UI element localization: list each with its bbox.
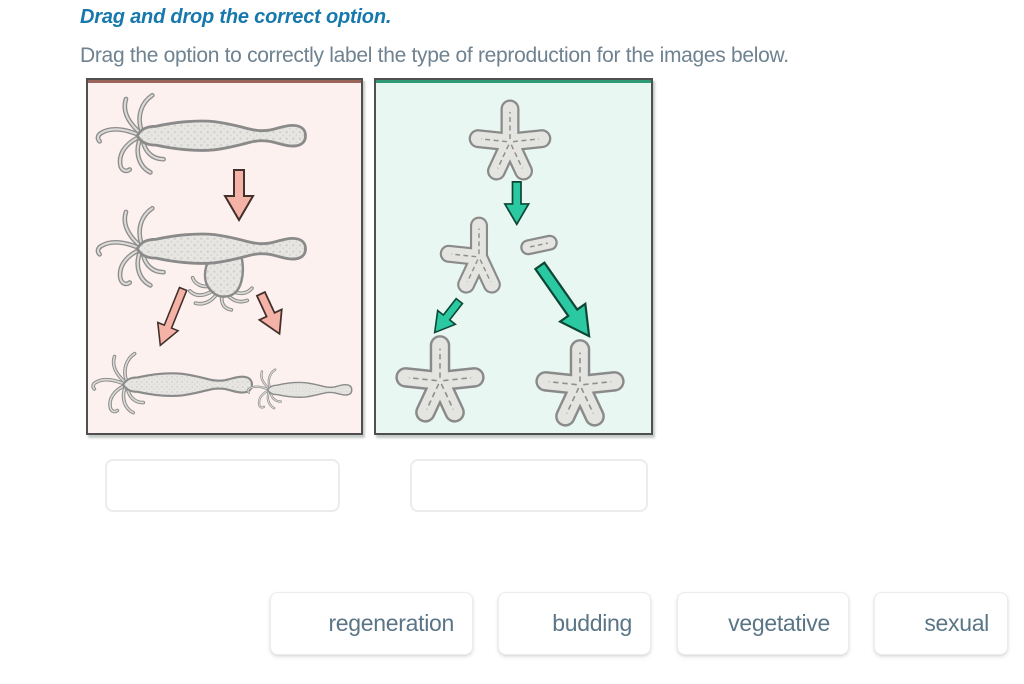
option-vegetative[interactable]: vegetative <box>677 592 849 655</box>
drop-zone-2[interactable] <box>410 459 648 512</box>
starfish-regeneration-illustration <box>376 83 651 433</box>
drop-zone-1[interactable] <box>105 459 340 512</box>
diagram-accent-line <box>376 80 651 83</box>
option-regeneration[interactable]: regeneration <box>270 592 473 655</box>
option-budding[interactable]: budding <box>498 592 651 655</box>
option-label: vegetative <box>728 610 830 636</box>
detached-arm <box>520 234 558 256</box>
budding-diagram <box>86 78 363 435</box>
instruction-title: Drag and drop the correct option. <box>80 6 392 28</box>
option-sexual[interactable]: sexual <box>874 592 1008 655</box>
option-label: regeneration <box>328 610 454 636</box>
hydra-budding-illustration <box>88 83 361 433</box>
instruction-text: Drag the option to correctly label the t… <box>80 44 789 67</box>
option-label: budding <box>552 610 632 636</box>
option-label: sexual <box>924 610 989 636</box>
regeneration-diagram <box>374 78 653 435</box>
diagram-accent-line <box>88 80 361 83</box>
